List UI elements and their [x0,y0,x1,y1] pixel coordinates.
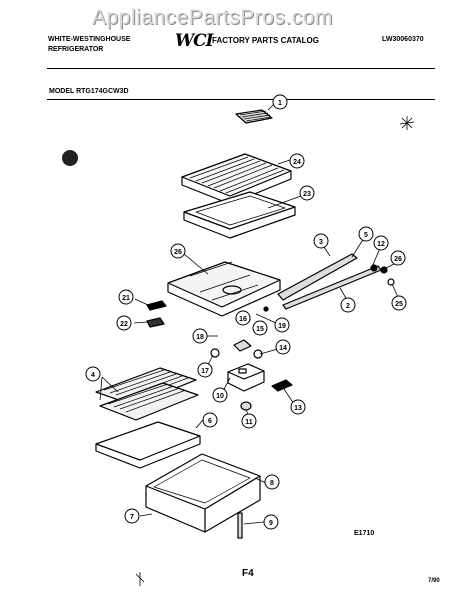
part-3-rail [277,253,358,301]
callout-circle [264,474,280,490]
callout-3: 3 [319,239,323,246]
wci-logo: WCI [175,31,214,51]
catalog-title: FACTORY PARTS CATALOG [212,36,319,45]
callout-circle [274,317,290,333]
callout-23: 23 [303,191,311,198]
callout-circle [252,320,268,336]
part-10-control-box [227,363,265,392]
callout-11: 11 [245,419,253,426]
part-26-shelf-support [167,261,281,317]
callout-7: 7 [130,514,134,521]
callout-circle [197,362,213,378]
part-23-shelf-frame [183,191,296,239]
part-11-knob [240,401,252,411]
part-13-cover [271,379,293,392]
callout-16: 16 [239,316,247,323]
callout-circle [313,233,329,249]
callout-circle [290,399,306,415]
callout-5: 5 [364,232,368,239]
callout-17: 17 [201,368,209,375]
callout-9: 9 [269,520,273,527]
callout-18: 18 [196,334,204,341]
callout-4: 4 [91,372,95,379]
part-4-wire-shelves [95,367,199,421]
callout-circle [390,250,406,266]
part-9-pin [237,512,243,539]
figure-code: E1710 [354,530,375,537]
callout-2: 2 [346,303,350,310]
model-number: MODEL RTG174GCW3D [49,88,129,95]
callout-1: 1 [278,100,282,107]
callout-6: 6 [208,418,212,425]
brand-line-2: REFRIGERATOR [48,46,104,53]
callout-circle [116,315,132,331]
part-1-grille [235,109,273,124]
callout-26-b: 26 [394,256,402,263]
callout-21: 21 [122,295,130,302]
part-21-22-clips [146,300,167,328]
callout-12: 12 [377,241,385,248]
callout-14: 14 [279,345,287,352]
small-fasteners [263,264,395,312]
callout-circle [124,508,140,524]
scan-specks [62,116,415,586]
callout-15: 15 [256,326,264,333]
callout-circle [373,235,389,251]
callout-circle [391,295,407,311]
callout-circle [241,413,257,429]
callout-circle [272,94,288,110]
print-date: 7/90 [428,578,440,584]
watermark: AppliancePartsPros.com [92,6,333,29]
brand-line-1: WHITE-WESTINGHOUSE [48,36,131,43]
part-6-crisper-cover [95,421,201,469]
callout-circle [235,310,251,326]
model-rule [47,99,435,100]
callout-26: 26 [174,249,182,256]
callout-circle [299,185,315,201]
document-number: LW30060370 [382,36,424,43]
page-number: F4 [242,568,254,579]
callout-circle [202,412,218,428]
callout-25: 25 [395,301,403,308]
callout-circle [340,297,356,313]
callout-circle [275,339,291,355]
callout-13: 13 [294,405,302,412]
callout-10: 10 [216,393,224,400]
callout-circle [289,153,305,169]
callout-circle [212,387,228,403]
callout-circle [263,514,279,530]
callout-24: 24 [293,159,301,166]
callout-19: 19 [278,323,286,330]
header-rule [47,68,435,69]
callout-circle [170,243,186,259]
callout-circle [118,289,134,305]
callout-circle [85,366,101,382]
part-8-crisper-drawer [145,453,261,533]
callout-8: 8 [270,480,274,487]
callout-circle [358,226,374,242]
callout-circle [192,328,208,344]
callout-22: 22 [120,321,128,328]
